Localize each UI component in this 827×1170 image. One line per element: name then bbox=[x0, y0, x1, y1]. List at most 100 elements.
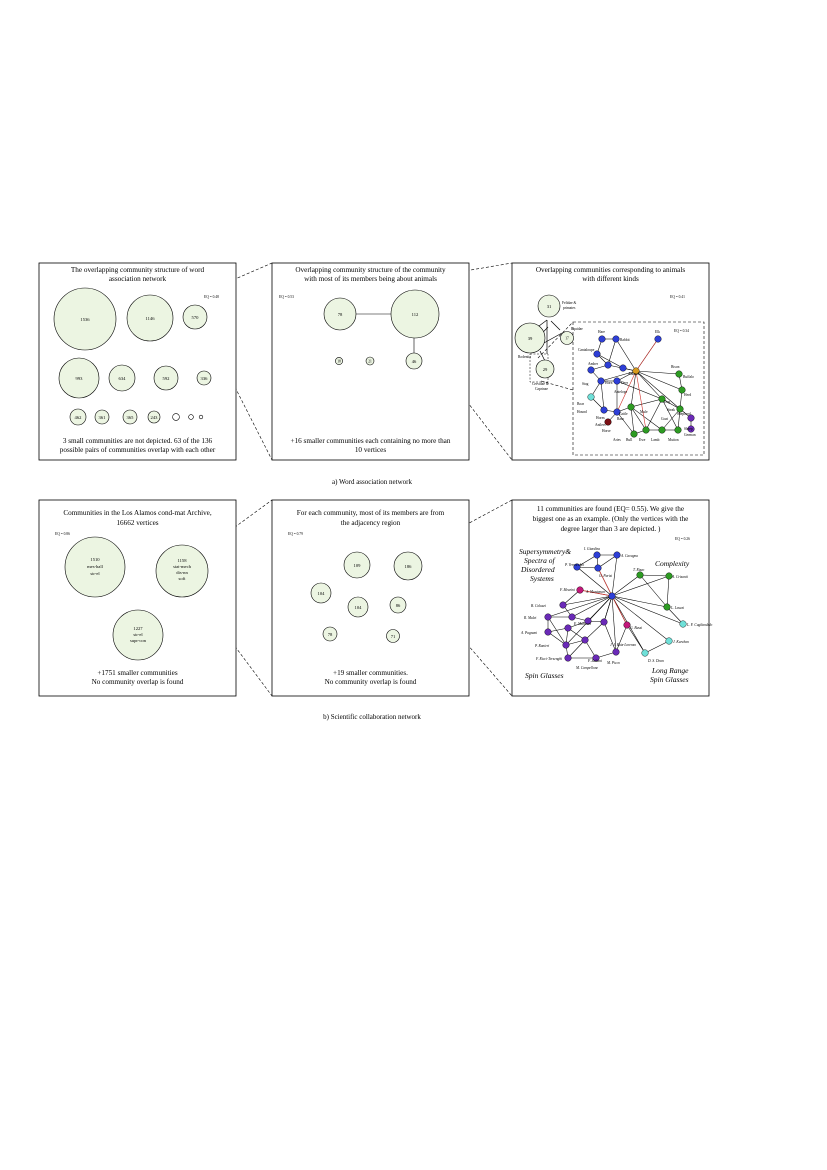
panel-b1: Communities in the Los Alamos cond-mat A… bbox=[38, 499, 237, 697]
community-circle bbox=[310, 582, 332, 604]
panel-b1-footer-1: +1751 smaller communities bbox=[97, 669, 178, 677]
circle-name: Rodentia bbox=[518, 355, 531, 359]
author-label: A. Montanari bbox=[585, 590, 605, 594]
node-label: Dog bbox=[664, 400, 670, 404]
node-label: Goat bbox=[661, 417, 668, 421]
group-label: Disordered bbox=[520, 565, 555, 574]
community-circle bbox=[365, 356, 375, 366]
small-community-circle bbox=[198, 414, 204, 420]
author-label: P. Verrocchio bbox=[564, 563, 584, 567]
node-label: Hound bbox=[577, 410, 587, 414]
circle-label: 18 bbox=[337, 360, 341, 364]
panel-b3-title-3: degree larger than 3 are depicted. ) bbox=[561, 525, 661, 533]
community-circle bbox=[155, 544, 209, 598]
panel-a3-title-2: with different kinds bbox=[582, 275, 639, 283]
community-circle bbox=[343, 551, 371, 579]
community-circle bbox=[389, 596, 407, 614]
node-label: Aries bbox=[613, 438, 621, 442]
author-label: A. Crisanti bbox=[671, 575, 688, 579]
circle-label: 361 bbox=[99, 415, 107, 420]
network-nodes bbox=[587, 335, 695, 438]
community-circle bbox=[347, 596, 369, 618]
panel-a2-footer-1: +16 smaller communities each containing … bbox=[291, 437, 451, 445]
author-label: J. J. Ruiz-Lorenzo bbox=[610, 643, 636, 647]
node-label: Bull bbox=[626, 438, 632, 442]
community-circle bbox=[323, 297, 357, 331]
group-label: Spectra of bbox=[524, 556, 556, 565]
c3-label: str-el bbox=[133, 632, 143, 637]
group-label: Long Range bbox=[651, 666, 689, 675]
panel-a1-eq: EQ = 0.48 bbox=[204, 295, 219, 299]
community-circle bbox=[64, 536, 126, 598]
node-label: German bbox=[684, 433, 696, 437]
circle-label: 1536 bbox=[80, 317, 90, 322]
circle-label: 39 bbox=[528, 336, 533, 341]
panel-a2: Overlapping community structure of the c… bbox=[271, 262, 470, 461]
panel-a1-title-1: The overlapping community structure of w… bbox=[71, 266, 205, 274]
community-circle bbox=[126, 294, 174, 342]
author-label: G. Bussi bbox=[630, 626, 642, 630]
c3-label: supr-con bbox=[130, 638, 147, 643]
node-label: Bison bbox=[671, 365, 680, 369]
community-circle bbox=[53, 287, 117, 351]
circle-label: 1146 bbox=[145, 316, 155, 321]
caption-a: a) Word association network bbox=[332, 478, 412, 486]
author-label: L. F. Cugliandolo bbox=[686, 623, 712, 627]
author-label: T. Rizzo bbox=[633, 568, 645, 572]
panel-b3-title-1: 11 communities are found (EQ= 0.55). We … bbox=[537, 505, 684, 513]
panel-b3: 11 communities are found (EQ= 0.55). We … bbox=[511, 499, 712, 697]
panel-a3-eq-inner: EQ = 0.34 bbox=[674, 329, 689, 333]
small-community-circle bbox=[172, 413, 180, 421]
circle-label: 71 bbox=[391, 634, 396, 639]
node-label: Antlers bbox=[595, 423, 606, 427]
group-label: Spin Glasses bbox=[650, 675, 689, 684]
node-label: Horn bbox=[605, 381, 613, 385]
zoom-inset-box bbox=[572, 321, 705, 456]
group-label: Systems bbox=[530, 574, 554, 583]
panel-a1-title-2: association network bbox=[109, 275, 167, 283]
node-label: Deer bbox=[621, 381, 629, 385]
community-circle bbox=[386, 629, 400, 643]
author-labels: I. Giardina A. Cavagna P. Verrocchio G. … bbox=[520, 547, 712, 670]
community-circle bbox=[108, 364, 136, 392]
author-label: A. Cavagna bbox=[620, 554, 638, 558]
node-label: Cantaloupe bbox=[578, 348, 595, 352]
panel-a2-title-1: Overlapping community structure of the c… bbox=[295, 266, 446, 274]
panel-b2: For each community, most of its members … bbox=[271, 499, 470, 697]
community-circle bbox=[322, 626, 338, 642]
c1-label: mes-hall bbox=[87, 564, 104, 569]
author-label: A. Pagnani bbox=[520, 631, 537, 635]
circle-label: 112 bbox=[412, 312, 419, 317]
c2-label: dis-nn bbox=[176, 570, 188, 575]
community-circle bbox=[560, 331, 574, 345]
panel-b2-footer-1: +19 smaller communities. bbox=[333, 669, 408, 677]
circle-label: 109 bbox=[354, 563, 362, 568]
circle-label: 336 bbox=[201, 376, 209, 381]
circle-label: 31 bbox=[547, 304, 552, 309]
small-community-circle bbox=[188, 414, 194, 420]
circle-label: 78 bbox=[338, 312, 343, 317]
author-label: I. Giardina bbox=[583, 547, 600, 551]
circle-name: primates bbox=[563, 306, 576, 310]
node-label: Ewe bbox=[639, 438, 646, 442]
caption-b: b) Scientific collaboration network bbox=[323, 713, 421, 721]
panel-a1-footer-2: possible pairs of communities overlap wi… bbox=[60, 446, 216, 454]
panel-b2-title-2: the adjacency region bbox=[341, 519, 401, 527]
community-circle bbox=[122, 409, 138, 425]
community-circle bbox=[58, 357, 100, 399]
node-label: Boar bbox=[577, 402, 585, 406]
panel-a2-eq: EQ = 0.53 bbox=[279, 295, 294, 299]
c1-num: 1510 bbox=[90, 557, 100, 562]
node-label: Animal bbox=[628, 372, 639, 376]
author-label: F. Mezzini bbox=[559, 588, 575, 592]
node-label: Herd bbox=[684, 393, 691, 397]
circle-name: Equidae bbox=[571, 327, 583, 331]
author-label: F. Ricci-Tersenghi bbox=[535, 657, 562, 661]
circle-name: Caprinae bbox=[535, 387, 548, 391]
c2-label: soft bbox=[179, 576, 187, 581]
panel-b2-title-1: For each community, most of its members … bbox=[297, 509, 445, 517]
community-circle bbox=[535, 359, 555, 379]
author-label: R. Mulet bbox=[523, 616, 537, 620]
author-label: G. Parisi bbox=[599, 574, 612, 578]
